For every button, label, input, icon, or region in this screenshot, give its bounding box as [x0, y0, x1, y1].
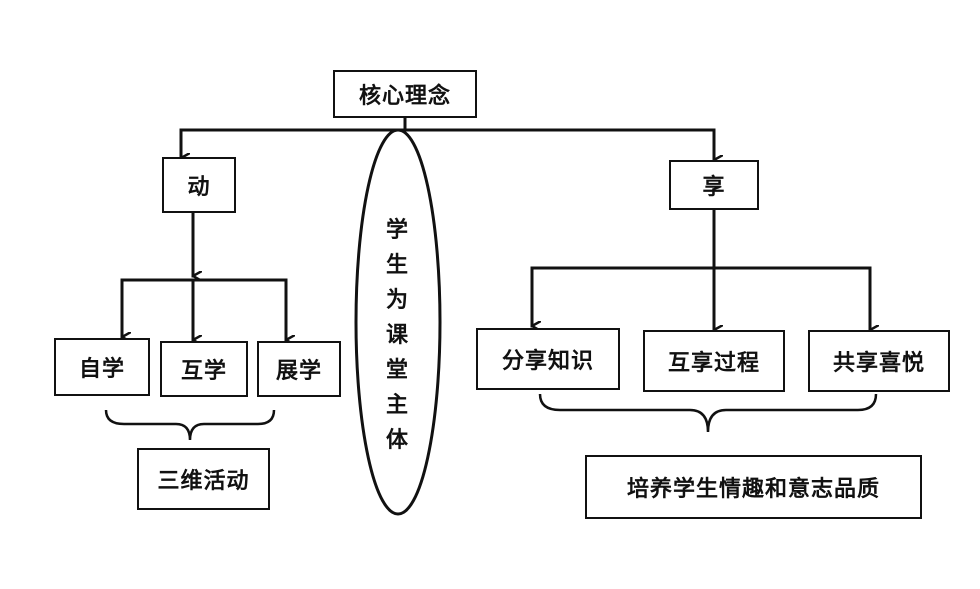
center-text-char: 主	[385, 392, 408, 418]
gongxiang-label: 共享喜悦	[832, 351, 925, 376]
core-concept-box: 核心理念	[333, 70, 477, 118]
center-text-char: 体	[385, 427, 408, 453]
center-vertical-text: 学生为课堂主体	[362, 180, 432, 490]
sanwei-label: 三维活动	[157, 469, 250, 494]
huxue-label: 互学	[180, 359, 227, 384]
gongxiang-box: 共享喜悦	[808, 330, 950, 392]
right-brace	[538, 393, 878, 433]
fenxiang-label: 分享知识	[501, 349, 594, 374]
huxiang-label: 互享过程	[667, 351, 760, 376]
center-text-char: 学	[385, 217, 408, 243]
center-text-char: 课	[385, 322, 408, 348]
center-oval	[354, 128, 442, 516]
fenxiang-box: 分享知识	[476, 328, 620, 390]
peiyang-box: 培养学生情趣和意志品质	[585, 455, 922, 519]
zhanxue-label: 展学	[275, 359, 322, 384]
center-text-char: 生	[385, 252, 408, 278]
center-text-char: 堂	[385, 357, 408, 383]
dong-box: 动	[162, 157, 236, 213]
center-text-char: 为	[385, 287, 408, 313]
zixue-box: 自学	[54, 338, 150, 396]
zhanxue-box: 展学	[257, 341, 341, 397]
huxiang-box: 互享过程	[643, 330, 785, 392]
xiang-label: 享	[702, 175, 726, 200]
peiyang-label: 培养学生情趣和意志品质	[626, 477, 880, 502]
huxue-box: 互学	[160, 341, 248, 397]
xiang-box: 享	[669, 160, 759, 210]
zixue-label: 自学	[78, 357, 125, 382]
sanwei-box: 三维活动	[137, 448, 270, 510]
dong-label: 动	[187, 175, 211, 200]
core-concept-label: 核心理念	[358, 84, 451, 109]
left-brace	[104, 409, 276, 441]
